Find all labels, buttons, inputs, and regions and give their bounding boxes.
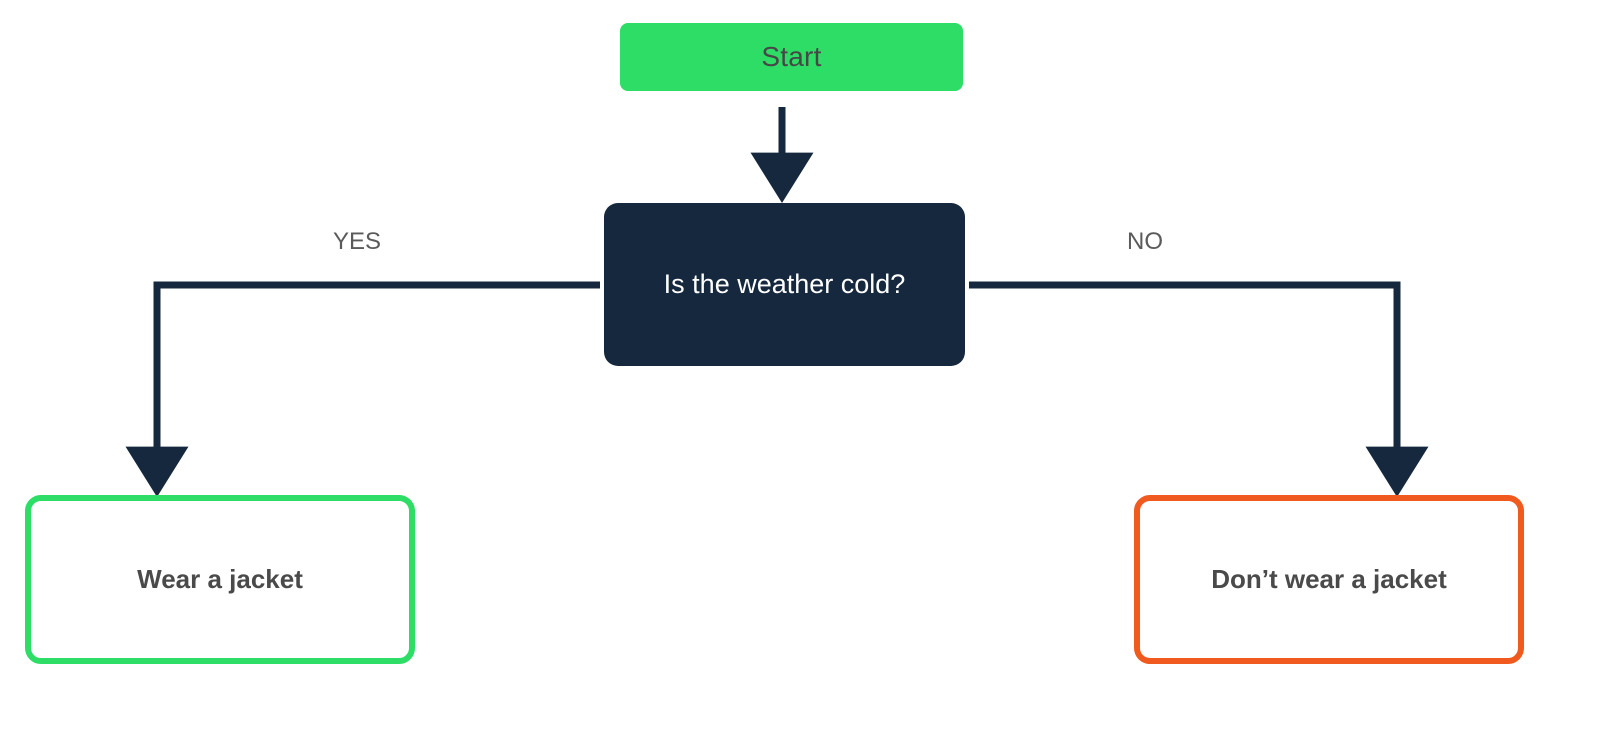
edge-decision-to-no — [969, 281, 1429, 497]
node-outcome-dont-wear-a-jacket[interactable]: Don’t wear a jacket — [1134, 495, 1524, 664]
edge-decision-to-yes — [125, 281, 600, 497]
edge-label-yes: YES — [333, 228, 382, 255]
node-start[interactable]: Start — [620, 23, 963, 91]
node-decision-weather-cold[interactable]: Is the weather cold? — [604, 203, 965, 366]
edge-label-no: NO — [1127, 228, 1163, 255]
node-outcome-wear-a-jacket[interactable]: Wear a jacket — [25, 495, 415, 664]
